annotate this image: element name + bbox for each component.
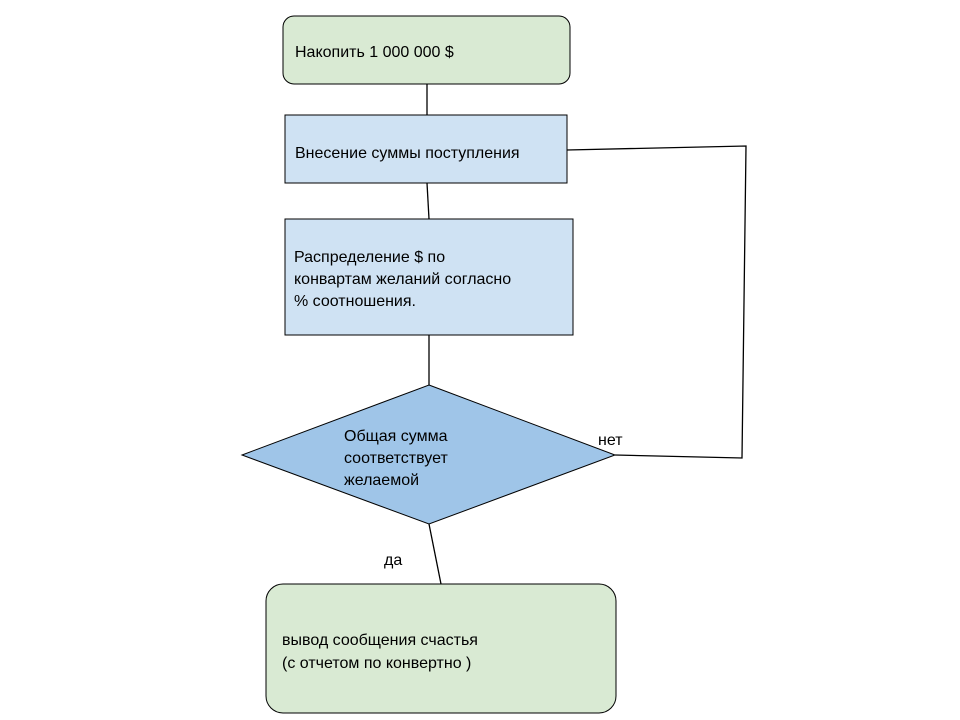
decision-node-shape <box>240 384 617 525</box>
distribute-node-line: % соотношения. <box>294 293 416 310</box>
end-node-text: вывод сообщения счастья (с отчетом по ко… <box>282 632 482 672</box>
end-node-line: вывод сообщения счастья <box>282 632 478 649</box>
connector-input-to-distribute <box>426 182 430 220</box>
distribute-node: Распределение $ по конвартам желаний сог… <box>284 218 574 336</box>
decision-node-line: Общая сумма <box>344 428 448 445</box>
distribute-node-line: Распределение $ по <box>294 249 445 266</box>
end-node: вывод сообщения счастья (с отчетом по ко… <box>265 583 617 714</box>
decision-node-line: соответствует <box>344 450 448 467</box>
connector-decision-no-loop <box>566 145 747 459</box>
edge-label-no: нет <box>598 432 623 449</box>
connectors <box>426 84 747 585</box>
input-node-text: Внесение суммы поступления <box>295 145 520 162</box>
start-node-line: Накопить 1 000 000 $ <box>295 44 454 61</box>
start-node-text: Накопить 1 000 000 $ <box>295 44 454 61</box>
input-node: Внесение суммы поступления <box>284 114 568 184</box>
connector-decision-yes-to-end <box>428 523 442 585</box>
input-node-shape <box>284 114 568 184</box>
end-node-line: (с отчетом по конвертно ) <box>282 655 471 672</box>
decision-node-text: Общая сумма соответствует желаемой <box>344 428 452 489</box>
decision-node-line: желаемой <box>344 472 419 489</box>
start-node: Накопить 1 000 000 $ <box>282 15 571 85</box>
edge-label-yes: да <box>384 552 402 569</box>
distribute-node-line: конвартам желаний согласно <box>294 271 511 288</box>
end-node-shape <box>265 583 617 714</box>
start-node-shape <box>282 15 571 85</box>
decision-node: Общая сумма соответствует желаемой <box>240 384 617 525</box>
distribute-node-text: Распределение $ по конвартам желаний сог… <box>294 249 516 310</box>
distribute-node-shape <box>284 218 574 336</box>
input-node-line: Внесение суммы поступления <box>295 145 520 162</box>
